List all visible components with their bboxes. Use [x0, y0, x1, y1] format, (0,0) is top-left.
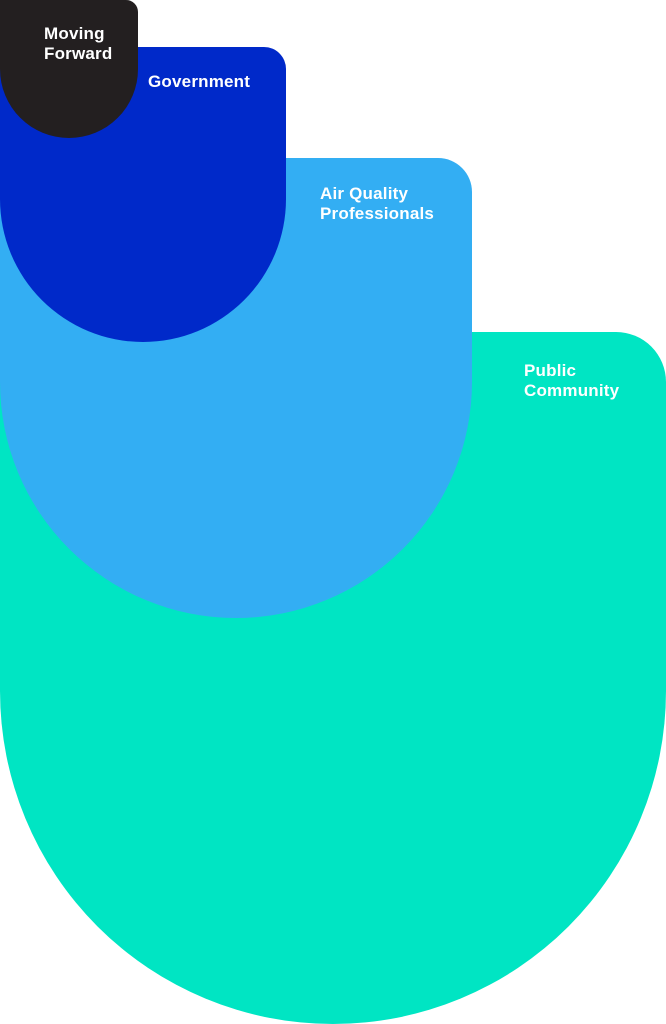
moving-forward-label-line-2: Forward [44, 44, 113, 63]
moving-forward-shape [0, 0, 138, 138]
moving-forward-label: Moving Forward [44, 24, 112, 64]
public-community-label-line-2: Community [524, 381, 620, 400]
air-quality-professionals-label-line-1: Air Quality [320, 184, 409, 203]
air-quality-professionals-label: Air Quality Professionals [320, 184, 434, 224]
public-community-label: Public Community [524, 361, 619, 401]
air-quality-professionals-label-line-2: Professionals [320, 204, 435, 223]
moving-forward-label-line-1: Moving [44, 24, 105, 43]
public-community-label-line-1: Public [524, 361, 577, 380]
government-label: Government [148, 72, 250, 92]
government-label-line-1: Government [148, 72, 251, 91]
